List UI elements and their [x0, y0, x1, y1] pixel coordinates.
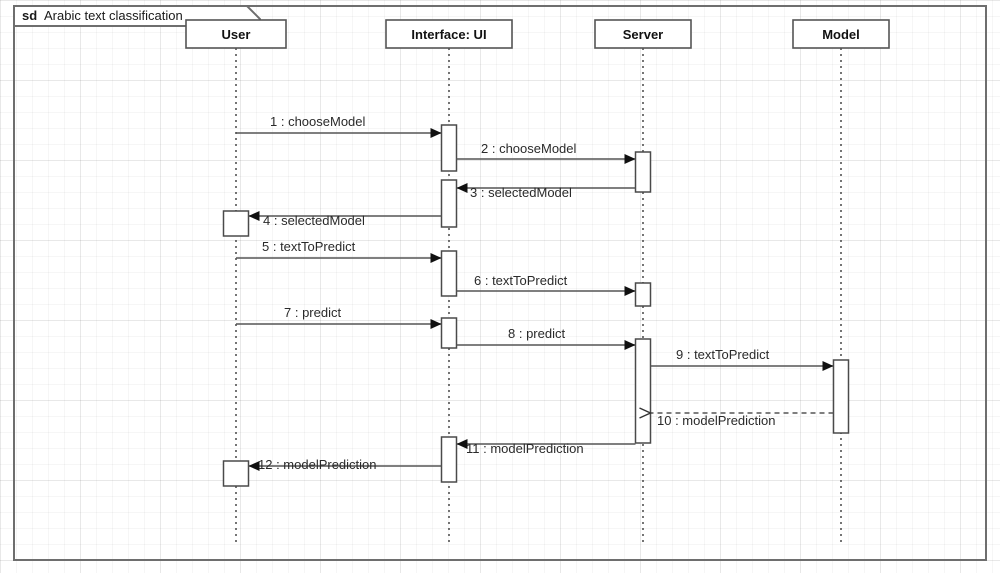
- frame-keyword: sd: [22, 8, 37, 23]
- message-arrowhead-8: [624, 340, 636, 350]
- activation-bar-ui-4[interactable]: [440, 317, 458, 349]
- message-arrowhead-2: [624, 154, 636, 164]
- message-3[interactable]: 3 : selectedModel: [456, 183, 636, 200]
- message-arrowhead-1: [430, 128, 442, 138]
- message-label-4: 4 : selectedModel: [263, 213, 365, 228]
- message-8[interactable]: 8 : predict: [456, 326, 636, 350]
- lifeline-head-server[interactable]: [594, 19, 692, 49]
- lifeline-head-user[interactable]: [185, 19, 287, 49]
- lifeline-label-user: User: [222, 27, 251, 42]
- interaction-frame: [13, 5, 987, 561]
- message-label-11: 11 : modelPrediction: [466, 441, 584, 456]
- message-label-8: 8 : predict: [508, 326, 565, 341]
- lifeline-head-model[interactable]: [792, 19, 890, 49]
- message-label-12: 12 : modelPrediction: [258, 457, 377, 472]
- message-9[interactable]: 9 : textToPredict: [650, 347, 834, 371]
- message-1[interactable]: 1 : chooseModel: [236, 114, 442, 138]
- message-4[interactable]: 4 : selectedModel: [248, 211, 442, 228]
- messages-layer: 1 : chooseModel 2 : chooseModel 3 : select…: [236, 114, 834, 472]
- lifeline-server[interactable]: Server: [594, 19, 692, 545]
- activation-bar-ui-2[interactable]: [440, 179, 458, 228]
- message-12[interactable]: 12 : modelPrediction: [248, 457, 442, 472]
- message-label-5: 5 : textToPredict: [262, 239, 356, 254]
- activation-bar-user-1[interactable]: [222, 210, 250, 237]
- message-arrowhead-6: [624, 286, 636, 296]
- message-label-2: 2 : chooseModel: [481, 141, 577, 156]
- message-arrowhead-7: [430, 319, 442, 329]
- message-label-6: 6 : textToPredict: [474, 273, 568, 288]
- message-arrowhead-9: [822, 361, 834, 371]
- message-arrowhead-12: [248, 461, 260, 471]
- message-label-3: 3 : selectedModel: [470, 185, 572, 200]
- message-2[interactable]: 2 : chooseModel: [456, 141, 636, 164]
- activation-bar-server-1[interactable]: [634, 151, 652, 193]
- lifeline-model[interactable]: Model: [792, 19, 890, 545]
- activation-bar-user-2[interactable]: [222, 460, 250, 487]
- message-7[interactable]: 7 : predict: [236, 305, 442, 329]
- message-6[interactable]: 6 : textToPredict: [456, 273, 636, 296]
- message-arrowhead-3: [456, 183, 468, 193]
- lifeline-head-ui[interactable]: [385, 19, 513, 49]
- message-label-10: 10 : modelPrediction: [657, 413, 776, 428]
- activation-bar-ui-5[interactable]: [440, 436, 458, 483]
- lifeline-label-server: Server: [623, 27, 663, 42]
- activation-bar-model-1[interactable]: [832, 359, 850, 434]
- frame-name: Arabic text classification: [44, 8, 183, 23]
- message-10[interactable]: 10 : modelPrediction: [639, 407, 834, 428]
- message-arrowhead-4: [248, 211, 260, 221]
- message-arrowhead-11: [456, 439, 468, 449]
- message-5[interactable]: 5 : textToPredict: [236, 239, 442, 263]
- message-arrowhead-open-10: [639, 407, 653, 419]
- message-label-7: 7 : predict: [284, 305, 341, 320]
- lifeline-label-model: Model: [822, 27, 860, 42]
- message-arrowhead-5: [430, 253, 442, 263]
- activation-bar-ui-3[interactable]: [440, 250, 458, 297]
- message-label-9: 9 : textToPredict: [676, 347, 770, 362]
- message-11[interactable]: 11 : modelPrediction: [456, 439, 636, 456]
- lifeline-label-ui: Interface: UI: [411, 27, 486, 42]
- activation-bar-ui-1[interactable]: [440, 124, 458, 172]
- activation-bar-server-3[interactable]: [634, 338, 652, 444]
- activation-bar-server-2[interactable]: [634, 282, 652, 307]
- message-label-1: 1 : chooseModel: [270, 114, 366, 129]
- activations-layer: [222, 124, 850, 487]
